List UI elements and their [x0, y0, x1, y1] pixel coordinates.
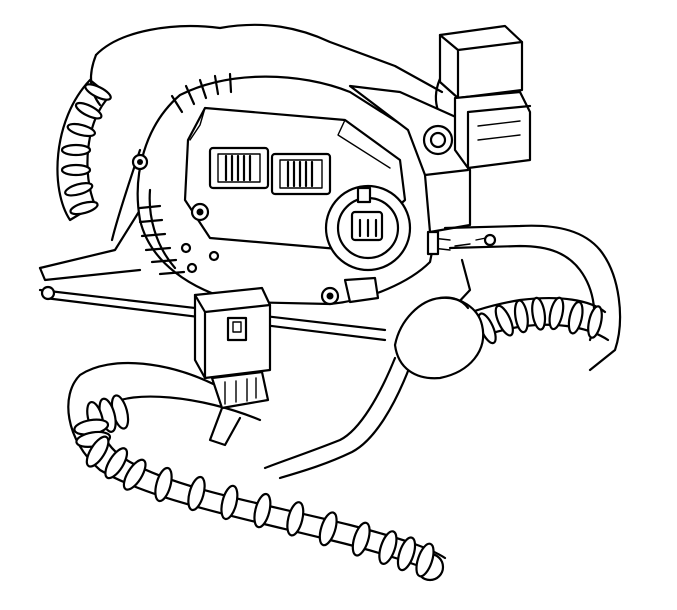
conduit-ring — [64, 182, 94, 197]
conduit-ring — [286, 501, 305, 537]
conduit-ring — [154, 466, 173, 503]
conduit-ring — [378, 530, 398, 565]
conduit-ring — [415, 542, 435, 578]
conduit-ring — [104, 447, 129, 480]
conduit-ring — [60, 163, 92, 177]
generator-connector-socket — [324, 184, 412, 272]
vent-grill-left — [208, 146, 270, 190]
conduit-ring — [66, 122, 96, 138]
cable-boot — [393, 296, 485, 380]
conduit-ring — [567, 300, 584, 335]
conduit-ring — [122, 458, 147, 491]
vent-grill-right — [270, 152, 332, 196]
conduit-ring — [85, 435, 110, 468]
conduit-ring — [396, 536, 417, 572]
conduit-ring — [494, 304, 514, 337]
terminal-boss — [343, 276, 380, 304]
conduit-ring — [60, 143, 92, 157]
generator-body — [131, 72, 442, 306]
conduit-ring — [187, 475, 206, 512]
conduit-ring — [513, 299, 529, 334]
mounting-bolts — [131, 153, 340, 306]
conduit-ring — [351, 521, 371, 557]
conduit-ring — [84, 83, 112, 101]
cooling-fins — [138, 72, 233, 276]
conduit-ring — [253, 492, 272, 529]
lower-harness — [38, 285, 610, 582]
conduit-ring — [531, 296, 547, 331]
harness-connector — [193, 286, 272, 447]
conduit-ring — [69, 200, 99, 216]
conduit-ring — [548, 296, 565, 331]
relay-block — [438, 24, 532, 170]
left-harness — [56, 78, 112, 222]
conduit-ring — [587, 305, 603, 339]
mounting-bracket — [348, 84, 472, 234]
conduit-ring — [318, 511, 338, 547]
conduit-ring — [220, 484, 239, 521]
conduit-ring — [74, 101, 103, 120]
